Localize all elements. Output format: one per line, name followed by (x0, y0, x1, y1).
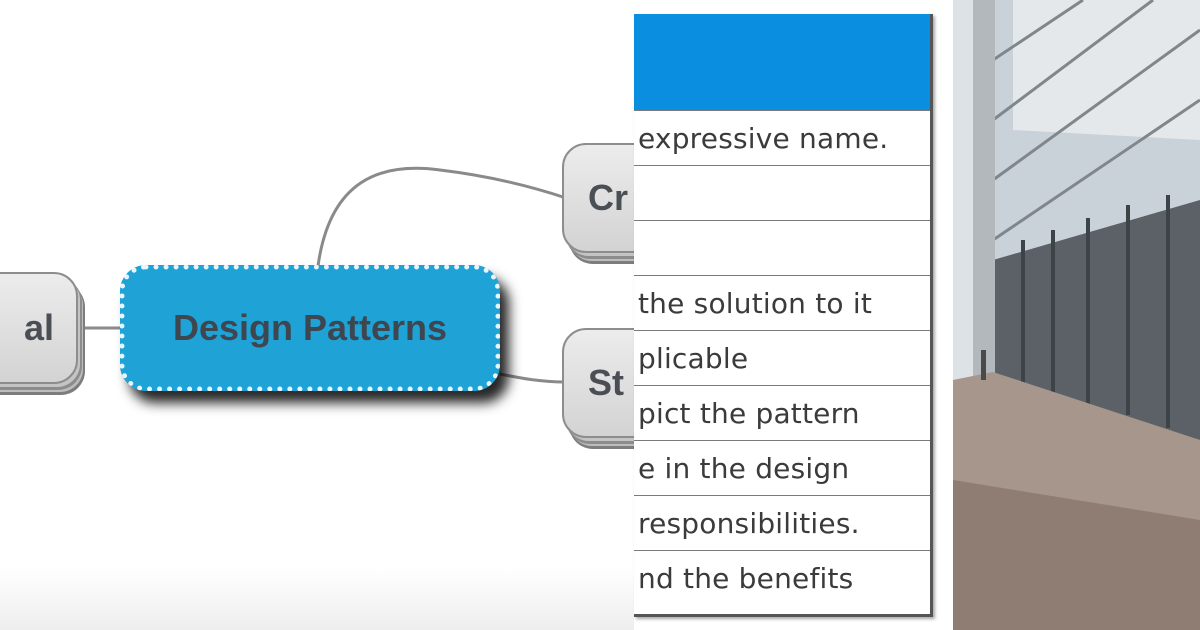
pattern-elements-table: expressive name. the solution to it plic… (634, 14, 933, 617)
mind-map-central-node: Design Patterns (120, 265, 500, 391)
table-row: e in the design (634, 441, 930, 496)
table-row (634, 221, 930, 276)
pedestrian (981, 350, 986, 380)
table-cell: nd the benefits (638, 562, 854, 595)
table-row: nd the benefits (634, 551, 930, 606)
table-row: expressive name. (634, 111, 930, 166)
pavement-near (953, 480, 1200, 630)
mind-map-node-top-right: Cr (562, 143, 634, 253)
node-top-right-label: Cr (588, 177, 629, 218)
street-building-photo (953, 0, 1200, 630)
table-row (634, 166, 930, 221)
node-left-label: al (23, 307, 54, 348)
building-edge (973, 0, 995, 380)
table-row: responsibilities. (634, 496, 930, 551)
table-cell: e in the design (638, 451, 850, 485)
table-cell: expressive name. (638, 121, 889, 155)
table-row: pict the pattern (634, 386, 930, 441)
photo-illustration (953, 0, 1200, 630)
link-main-to-bottom-node (499, 372, 567, 384)
facade-mullions (1021, 195, 1170, 428)
mind-map-panel: al Design Patterns Cr St (0, 0, 634, 630)
glass-reflection (1013, 0, 1200, 140)
table-row: the solution to it (634, 276, 930, 331)
node-bottom-right-label: St (588, 362, 624, 403)
mind-map-links (78, 166, 567, 384)
central-node-label: Design Patterns (172, 307, 448, 348)
table-cell: responsibilities. (638, 506, 860, 540)
table-header (634, 14, 930, 111)
mind-map-node-left: al (0, 272, 78, 384)
table-cell: the solution to it (638, 286, 872, 320)
table-cell: pict the pattern (638, 396, 860, 430)
mind-map-node-bottom-right: St (562, 328, 634, 438)
table-row: plicable (634, 331, 930, 386)
link-main-to-top-node (316, 166, 567, 267)
facade-lines (992, 0, 1200, 242)
storefront (993, 200, 1200, 440)
table-cell: plicable (638, 341, 749, 375)
